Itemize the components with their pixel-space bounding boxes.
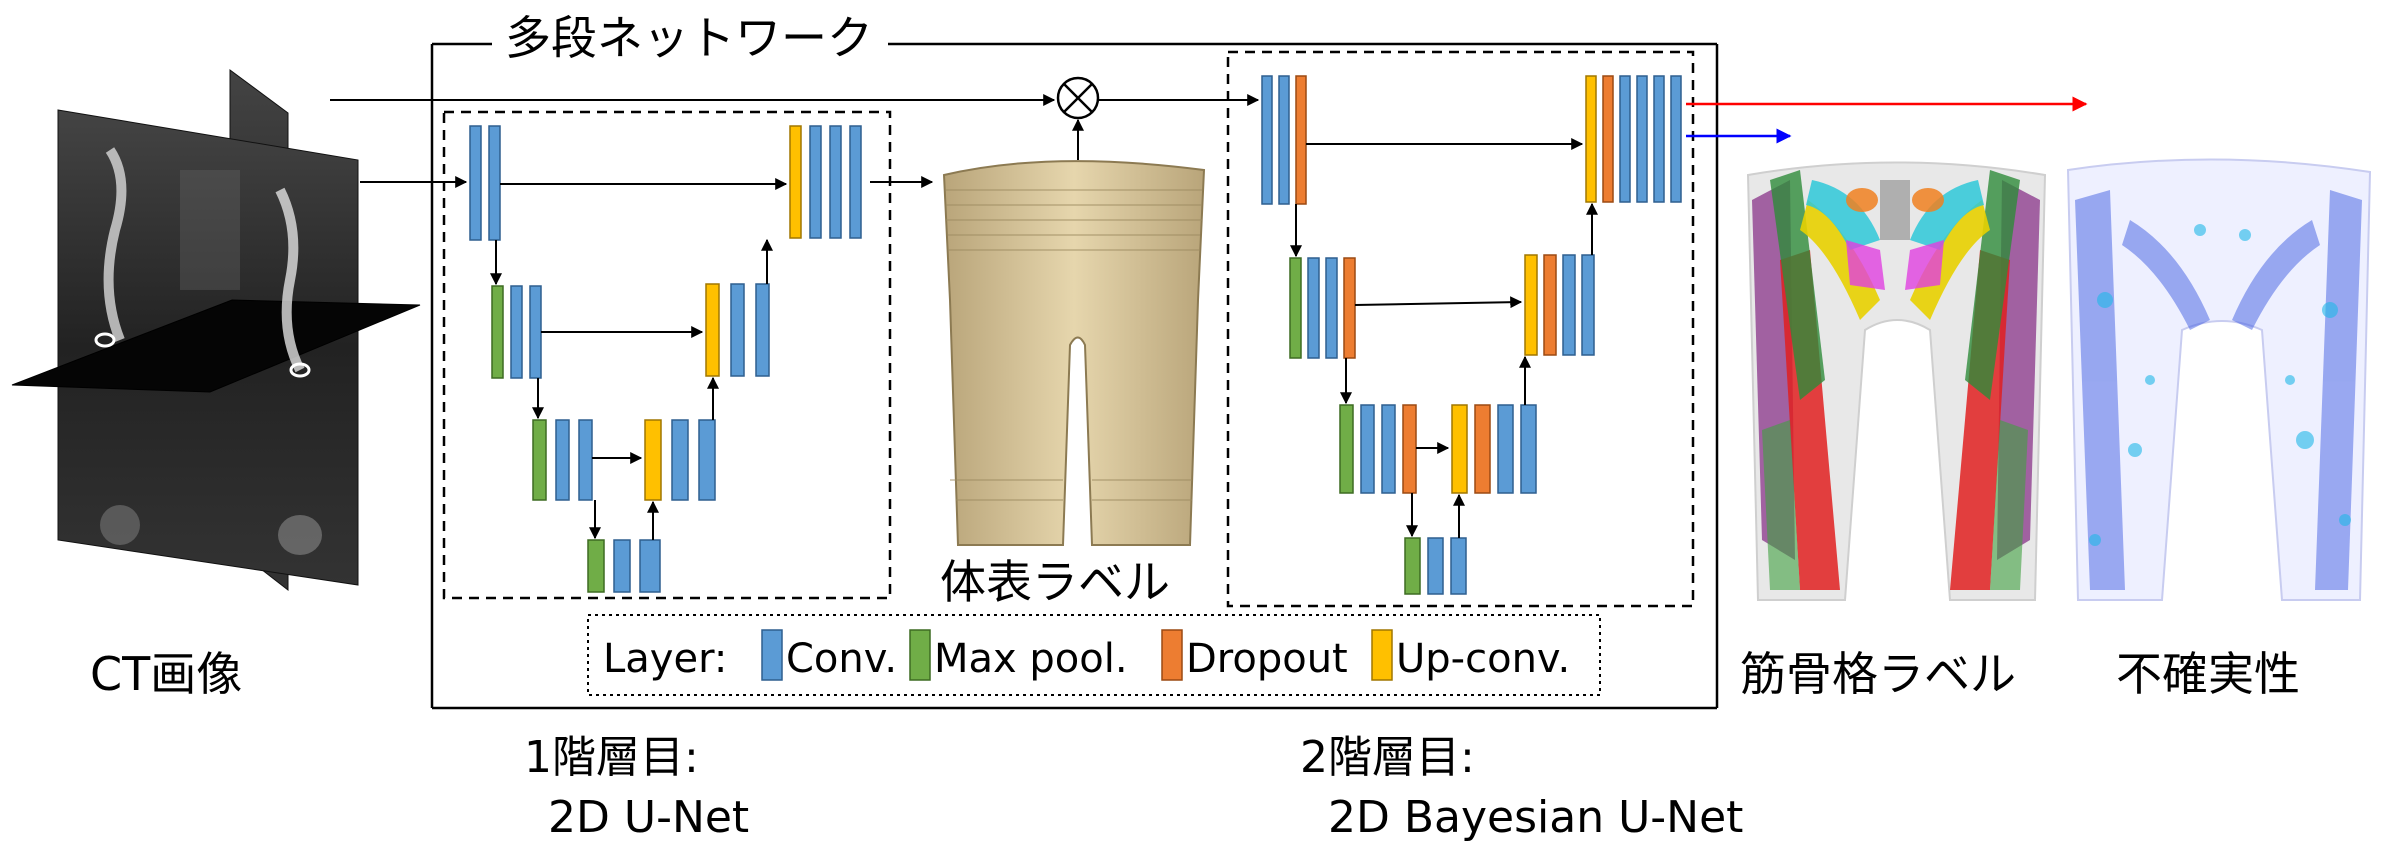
body-label: 体表ラベル	[940, 555, 1170, 609]
ct-label: CT画像	[90, 647, 242, 701]
stage2-layers	[1261, 75, 1682, 595]
body-surface-render	[942, 160, 1206, 546]
svg-text:Conv.: Conv.	[786, 636, 897, 682]
stage2-arrows	[1290, 138, 1598, 538]
stage2-caption-line1: 2階層目:	[1300, 732, 1475, 783]
stage2-caption-line2: 2D Bayesian U-Net	[1328, 792, 1743, 843]
svg-text:Up-conv.: Up-conv.	[1396, 636, 1570, 682]
legend-title: Layer:	[603, 636, 727, 682]
stage1-caption-line1: 1階層目:	[524, 732, 699, 783]
legend-item-upconv: Up-conv.	[1371, 629, 1570, 682]
legend-item-dropout: Dropout	[1161, 629, 1348, 682]
stage1-arrows	[360, 176, 934, 540]
uncertainty-render	[2066, 158, 2372, 601]
svg-text:Dropout: Dropout	[1186, 636, 1348, 682]
stage1-unet-box	[442, 110, 892, 600]
network-title: 多段ネットワーク	[505, 11, 873, 65]
musculoskeletal-render	[1746, 161, 2047, 601]
svg-text:Max pool.: Max pool.	[934, 636, 1128, 682]
legend-box	[587, 614, 1601, 696]
stage2-unet-box	[1226, 50, 1695, 608]
stage1-caption-line2: 2D U-Net	[548, 792, 749, 843]
stage1-layers	[469, 125, 862, 593]
ct-image	[11, 69, 421, 592]
musculoskeletal-label: 筋骨格ラベル	[1740, 647, 2016, 701]
uncertainty-label: 不確実性	[2116, 647, 2300, 701]
legend-item-maxpool: Max pool.	[909, 629, 1128, 682]
legend-item-conv: Conv.	[761, 629, 897, 682]
multiply-node	[1056, 76, 1100, 120]
